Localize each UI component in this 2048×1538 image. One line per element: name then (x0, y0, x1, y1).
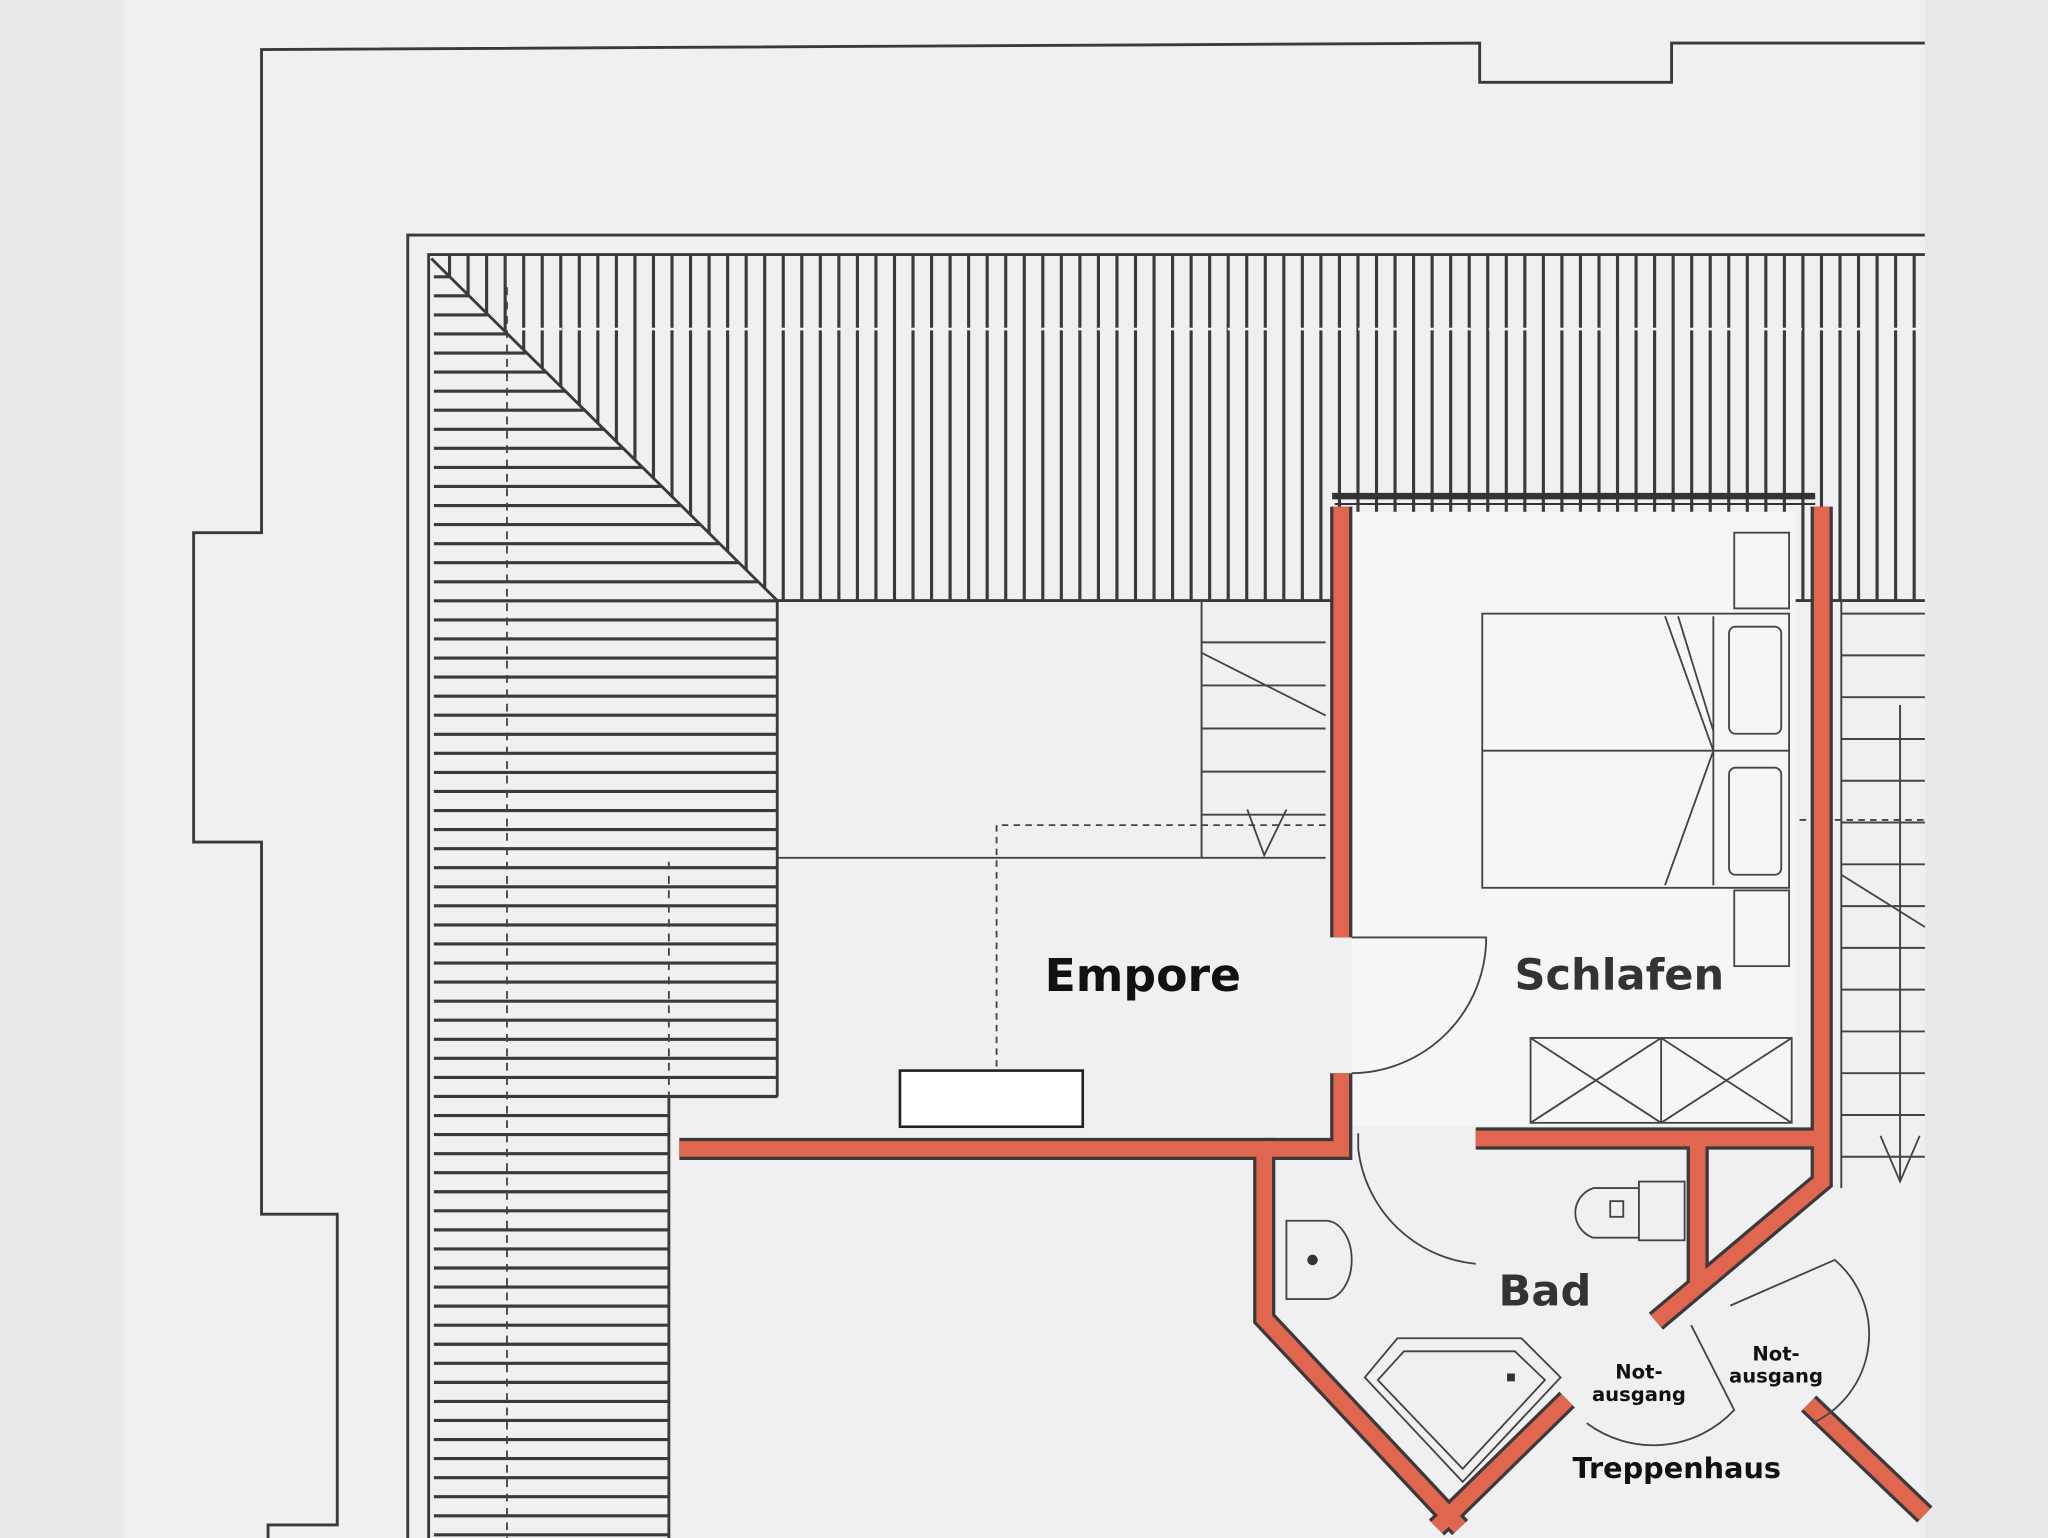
outer-outline (192, 41, 1925, 1538)
door-notausgang-right (1729, 1258, 1870, 1424)
wardrobe (1529, 1037, 1793, 1124)
room-label-schlafen: Schlafen (1515, 951, 1725, 1001)
roof-hatching (433, 254, 1925, 1538)
double-bed (1481, 612, 1790, 889)
stair-cut-right (1840, 873, 1926, 928)
roof-edge-inner (427, 253, 1925, 1538)
exit-label-line2: ausgang (1592, 1383, 1686, 1406)
margin-right (1924, 0, 2048, 1538)
walls (679, 506, 1933, 1536)
door-notausgang-left (1586, 1324, 1736, 1447)
exit-label-line1: Not- (1752, 1342, 1799, 1365)
exit-label-line1: Not- (1615, 1361, 1662, 1384)
room-label-treppenhaus: Treppenhaus (1573, 1451, 1781, 1485)
sink-icon (1285, 1219, 1353, 1300)
pillow (1728, 625, 1783, 735)
roof-edge-lower (667, 1095, 778, 1538)
right-stairs (1840, 600, 1925, 1189)
room-label-empore: Empore (1045, 949, 1241, 1002)
stair-cut-line (1201, 651, 1327, 717)
door-empore-schlafen (1351, 936, 1488, 1075)
toilet-icon (1574, 1180, 1686, 1242)
stair-arrow-right-icon (1879, 1135, 1921, 1184)
roof-hip-line (430, 257, 779, 602)
door-bad (1357, 1133, 1476, 1265)
room-label-bad: Bad (1499, 1267, 1592, 1317)
pillow (1728, 766, 1783, 876)
dashed-line (995, 824, 1326, 1126)
nightstand (1733, 889, 1790, 968)
stairs (1200, 600, 1326, 858)
railing-box (898, 1069, 1085, 1129)
exit-label-line2: ausgang (1729, 1365, 1823, 1388)
roof-edge-outer (406, 233, 1925, 1538)
nightstand (1733, 531, 1790, 610)
bathtub-icon (1363, 1337, 1562, 1484)
